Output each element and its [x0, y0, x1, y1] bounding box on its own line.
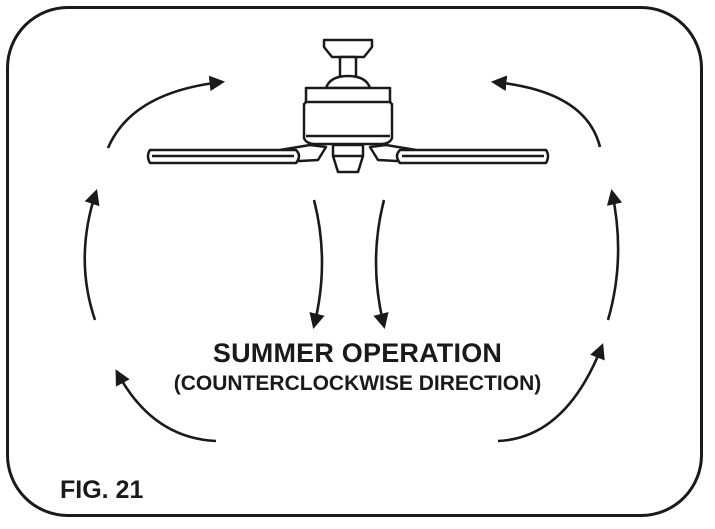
- airflow-arrow-top-right: [490, 75, 602, 148]
- ceiling-fan-icon: [146, 38, 550, 174]
- fan-light-kit: [331, 143, 365, 174]
- airflow-arrow-floor-right: [497, 343, 605, 443]
- diagram-title: SUMMER OPERATION: [212, 338, 503, 368]
- figure-label: FIG. 21: [60, 476, 144, 504]
- fan-coupling: [324, 74, 372, 90]
- diagram-subtitle: (COUNTERCLOCKWISE DIRECTION): [173, 372, 542, 395]
- airflow-arrow-up-right: [606, 188, 623, 321]
- fan-canopy: [322, 38, 374, 59]
- airflow-arrow-top-left: [106, 75, 226, 149]
- rounded-border-frame: [6, 6, 703, 517]
- airflow-arrow-down-left: [309, 199, 325, 330]
- airflow-arrow-down-right: [373, 199, 389, 330]
- fan-downrod: [338, 55, 358, 79]
- airflow-arrow-floor-left: [115, 369, 217, 443]
- airflow-arrow-up-left: [83, 189, 100, 321]
